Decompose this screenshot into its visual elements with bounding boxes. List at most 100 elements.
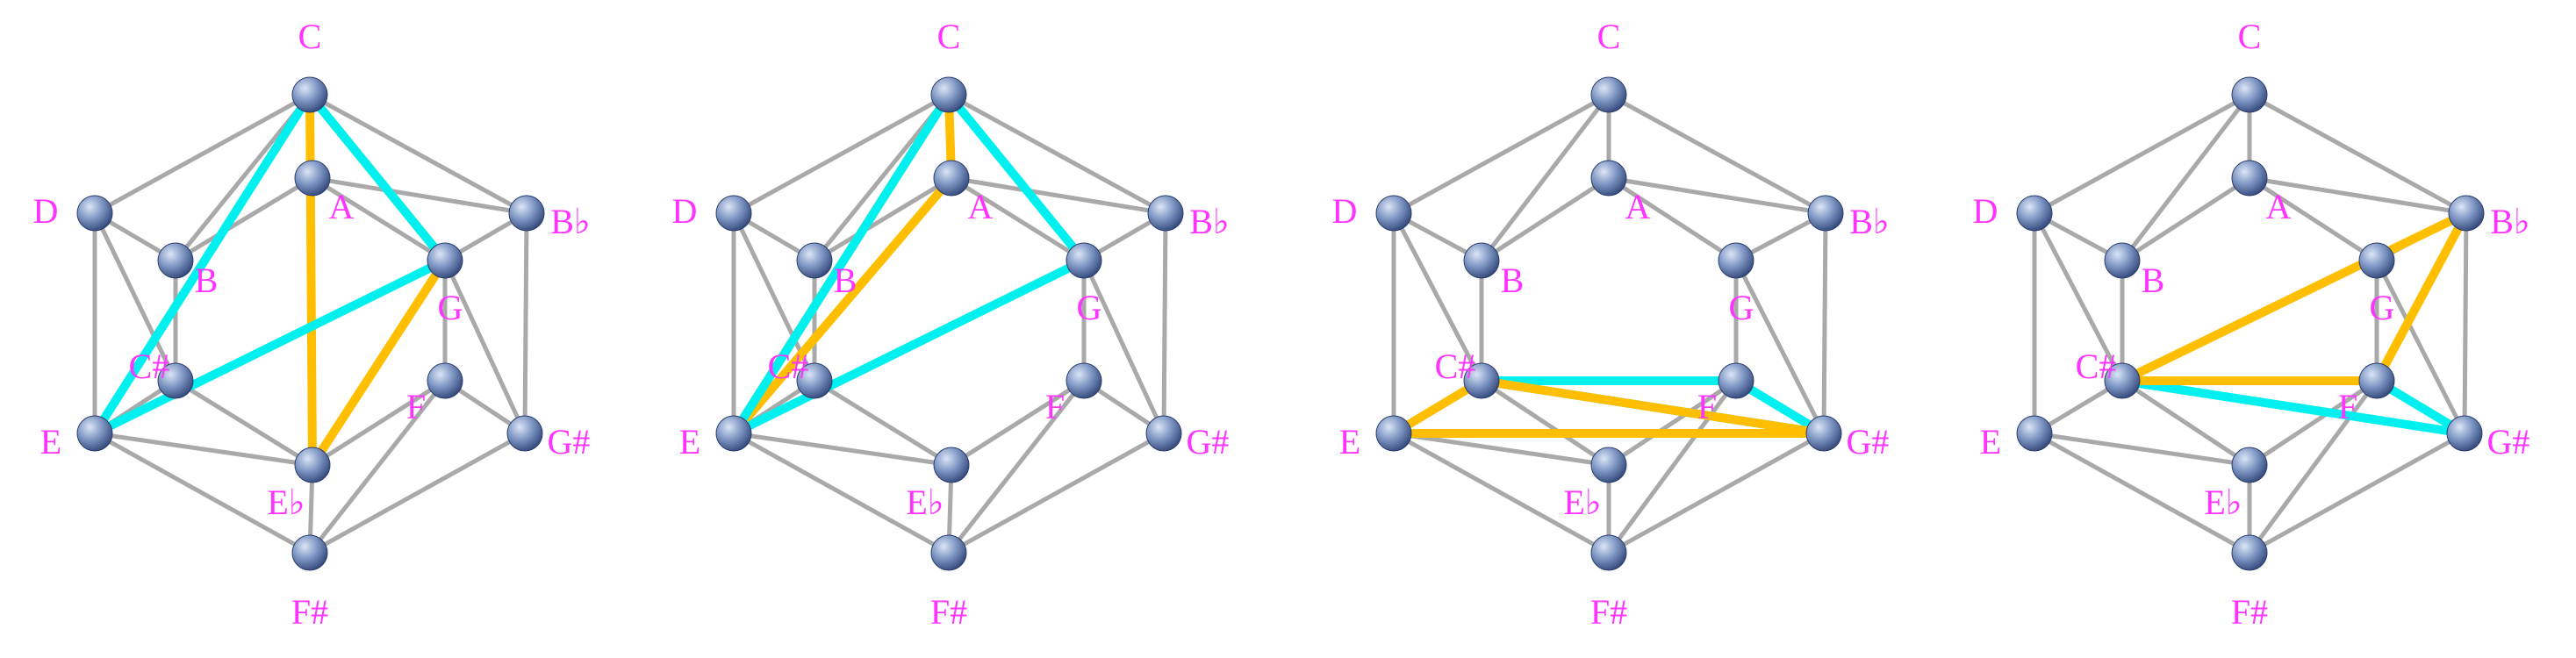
edge-f-sharp-e	[731, 431, 951, 555]
label-c: C	[937, 17, 961, 56]
node-c	[291, 76, 328, 113]
node-d	[76, 195, 113, 232]
node-f-sharp	[930, 534, 967, 571]
label-d: D	[1332, 191, 1358, 231]
node-d	[1375, 195, 1412, 232]
node-group	[2016, 76, 2485, 571]
node-g	[427, 242, 463, 279]
label-b-flat: B♭	[2490, 202, 2530, 241]
label-g: G	[1077, 288, 1102, 327]
chord-triangle-2	[729, 90, 1088, 438]
edge-d-c-sharp	[92, 211, 178, 383]
chord-triangle-1	[2118, 376, 2469, 438]
node-b	[796, 242, 833, 279]
node-group	[1375, 76, 1844, 571]
label-a: A	[1625, 187, 1651, 226]
chord-triangle-2	[1389, 376, 1828, 438]
node-g-sharp	[1145, 415, 1182, 452]
label-f-sharp: F#	[291, 592, 328, 632]
node-g-sharp	[1805, 415, 1842, 452]
edge-b-flat-a	[310, 175, 529, 216]
edge-e-flat-c-sharp	[1479, 378, 1611, 468]
edge-b-flat-g-sharp	[1161, 211, 1168, 436]
label-e: E	[679, 422, 700, 461]
label-f: F	[1045, 387, 1065, 426]
node-g	[1066, 242, 1102, 279]
edge-e-e-flat	[92, 431, 315, 468]
label-g: G	[2370, 288, 2395, 327]
label-c: C	[1597, 17, 1621, 56]
node-c	[2231, 76, 2268, 113]
label-e: E	[1339, 422, 1360, 461]
edge-b-flat-g-sharp	[2462, 211, 2469, 436]
edge-f-e-flat	[1606, 378, 1739, 468]
node-b	[157, 242, 194, 279]
node-b	[1463, 242, 1500, 279]
node-a	[1590, 160, 1627, 197]
node-b-flat	[2448, 195, 2485, 232]
edge-d-c	[92, 92, 312, 216]
label-a: A	[2266, 187, 2292, 226]
node-f-sharp	[291, 534, 328, 571]
node-f	[1066, 362, 1102, 399]
edge-a-g	[1606, 175, 1739, 263]
label-b-flat: B♭	[1849, 202, 1890, 241]
label-b-flat: B♭	[550, 202, 591, 241]
node-b-flat	[508, 195, 545, 232]
edge-c-b-flat	[2247, 92, 2469, 216]
edge-c-b	[1479, 92, 1611, 263]
edge-g-sharp-g	[1733, 258, 1826, 436]
label-e-flat: E♭	[906, 483, 944, 522]
node-a	[2231, 160, 2268, 197]
label-f-sharp: F#	[2231, 592, 2268, 632]
chord-triangle-2	[2118, 209, 2471, 385]
edge-e-e-flat	[1391, 431, 1611, 468]
node-e	[76, 415, 113, 452]
edge-g-sharp-f-sharp	[946, 431, 1166, 555]
node-b-flat	[1147, 195, 1184, 232]
edge-f-e-flat	[310, 378, 448, 468]
edge-f-sharp-f	[1606, 378, 1739, 555]
chord-group	[1389, 376, 1828, 438]
edge-c-b	[2120, 92, 2252, 263]
edge-b-flat-g-sharp	[1821, 211, 1828, 436]
edge-e-flat-c-sharp	[2120, 378, 2252, 468]
node-group	[76, 76, 545, 571]
edge-f-sharp-e	[1391, 431, 1611, 555]
node-d	[715, 195, 752, 232]
label-g-sharp: G#	[1187, 422, 1230, 461]
chord-group	[729, 90, 1088, 438]
node-e	[2016, 415, 2053, 452]
node-f	[427, 362, 463, 399]
label-f-sharp: F#	[930, 592, 967, 632]
edge-d-c-sharp	[2032, 211, 2125, 383]
node-c-sharp	[796, 362, 833, 399]
node-e-flat	[933, 447, 970, 483]
label-f-sharp: F#	[1590, 592, 1627, 632]
label-a: A	[329, 187, 355, 226]
label-f: F	[406, 387, 426, 426]
node-a	[933, 160, 970, 197]
label-b: B	[1501, 261, 1525, 300]
node-b	[2104, 242, 2141, 279]
label-g-sharp: G#	[2487, 422, 2530, 461]
node-f-sharp	[2231, 534, 2268, 571]
label-g: G	[438, 288, 463, 327]
label-c-sharp: C#	[768, 347, 809, 386]
node-e	[1375, 415, 1412, 452]
node-g-sharp	[506, 415, 543, 452]
node-e-flat	[2231, 447, 2268, 483]
edge-a-g	[2247, 175, 2379, 263]
node-f-sharp	[1590, 534, 1627, 571]
label-b: B	[2142, 261, 2165, 300]
edge-f-e-flat	[949, 378, 1087, 468]
node-f	[2358, 362, 2395, 399]
edge-g-sharp-g	[1081, 258, 1166, 436]
label-c-sharp: C#	[2076, 347, 2117, 386]
